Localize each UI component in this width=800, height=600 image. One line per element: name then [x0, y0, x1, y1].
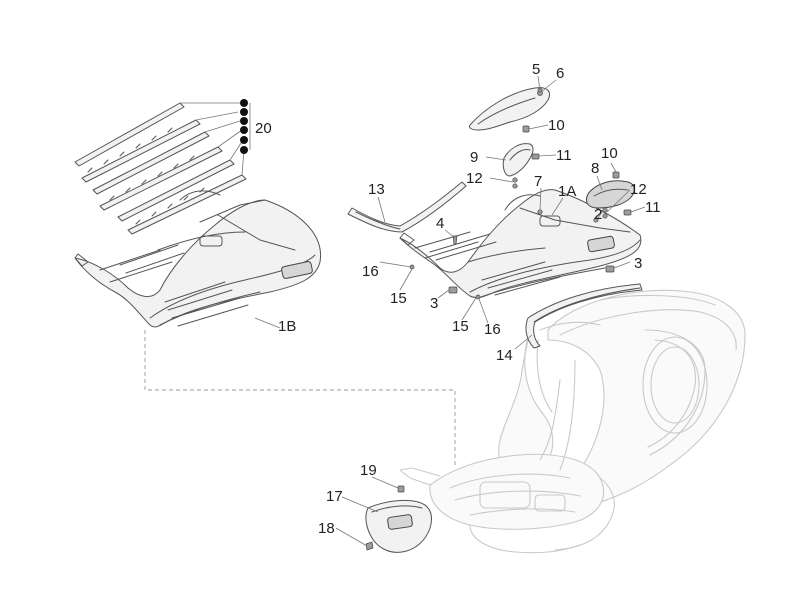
- callout-2: 2: [594, 206, 602, 223]
- side-strip-14: [525, 283, 643, 349]
- callout-10a: 10: [548, 117, 565, 134]
- callout-14: 14: [496, 347, 513, 364]
- callout-11a: 11: [556, 147, 572, 164]
- callout-1B: 1B: [278, 318, 296, 335]
- callout-10b: 10: [601, 145, 618, 162]
- callout-leaders: [254, 75, 646, 547]
- reference-dashed-line: [144, 330, 456, 465]
- mat-fastener-dots: [240, 99, 248, 154]
- callout-4: 4: [436, 215, 444, 232]
- cover-5: [469, 87, 550, 131]
- floor-mat-strips: [74, 102, 247, 235]
- scooter-frame-ghost: [399, 289, 746, 554]
- callout-20: 20: [255, 120, 272, 137]
- callout-6: 6: [556, 65, 564, 82]
- footboard-1B: [74, 190, 321, 328]
- callout-16b: 16: [484, 321, 501, 338]
- pad-8: [585, 180, 635, 209]
- callout-7: 7: [534, 173, 542, 190]
- callout-5: 5: [532, 61, 540, 78]
- callout-9: 9: [470, 149, 478, 166]
- callout-12b: 12: [630, 181, 647, 198]
- callout-8: 8: [591, 160, 599, 177]
- callout-16a: 16: [362, 263, 379, 280]
- callout-18: 18: [318, 520, 335, 537]
- callout-11b: 11: [645, 199, 661, 216]
- callout-12a: 12: [466, 170, 483, 187]
- callout-3a: 3: [430, 295, 438, 312]
- callout-3b: 3: [634, 255, 642, 272]
- callout-1A: 1A: [558, 183, 576, 200]
- bracket-9: [502, 143, 534, 177]
- side-strip-13: [347, 181, 467, 233]
- callout-13: 13: [368, 181, 385, 198]
- callout-19: 19: [360, 462, 377, 479]
- cover-plate-17: [365, 499, 432, 553]
- footboard-1A: [399, 189, 642, 299]
- mat-leader-lines: [180, 102, 251, 176]
- callout-labels: 20 1B 5 6 10 9 11 12 10 8 7 1A 12 11 2 1…: [255, 61, 661, 537]
- callout-17: 17: [326, 488, 343, 505]
- callout-15a: 15: [390, 290, 407, 307]
- callout-15b: 15: [452, 318, 469, 335]
